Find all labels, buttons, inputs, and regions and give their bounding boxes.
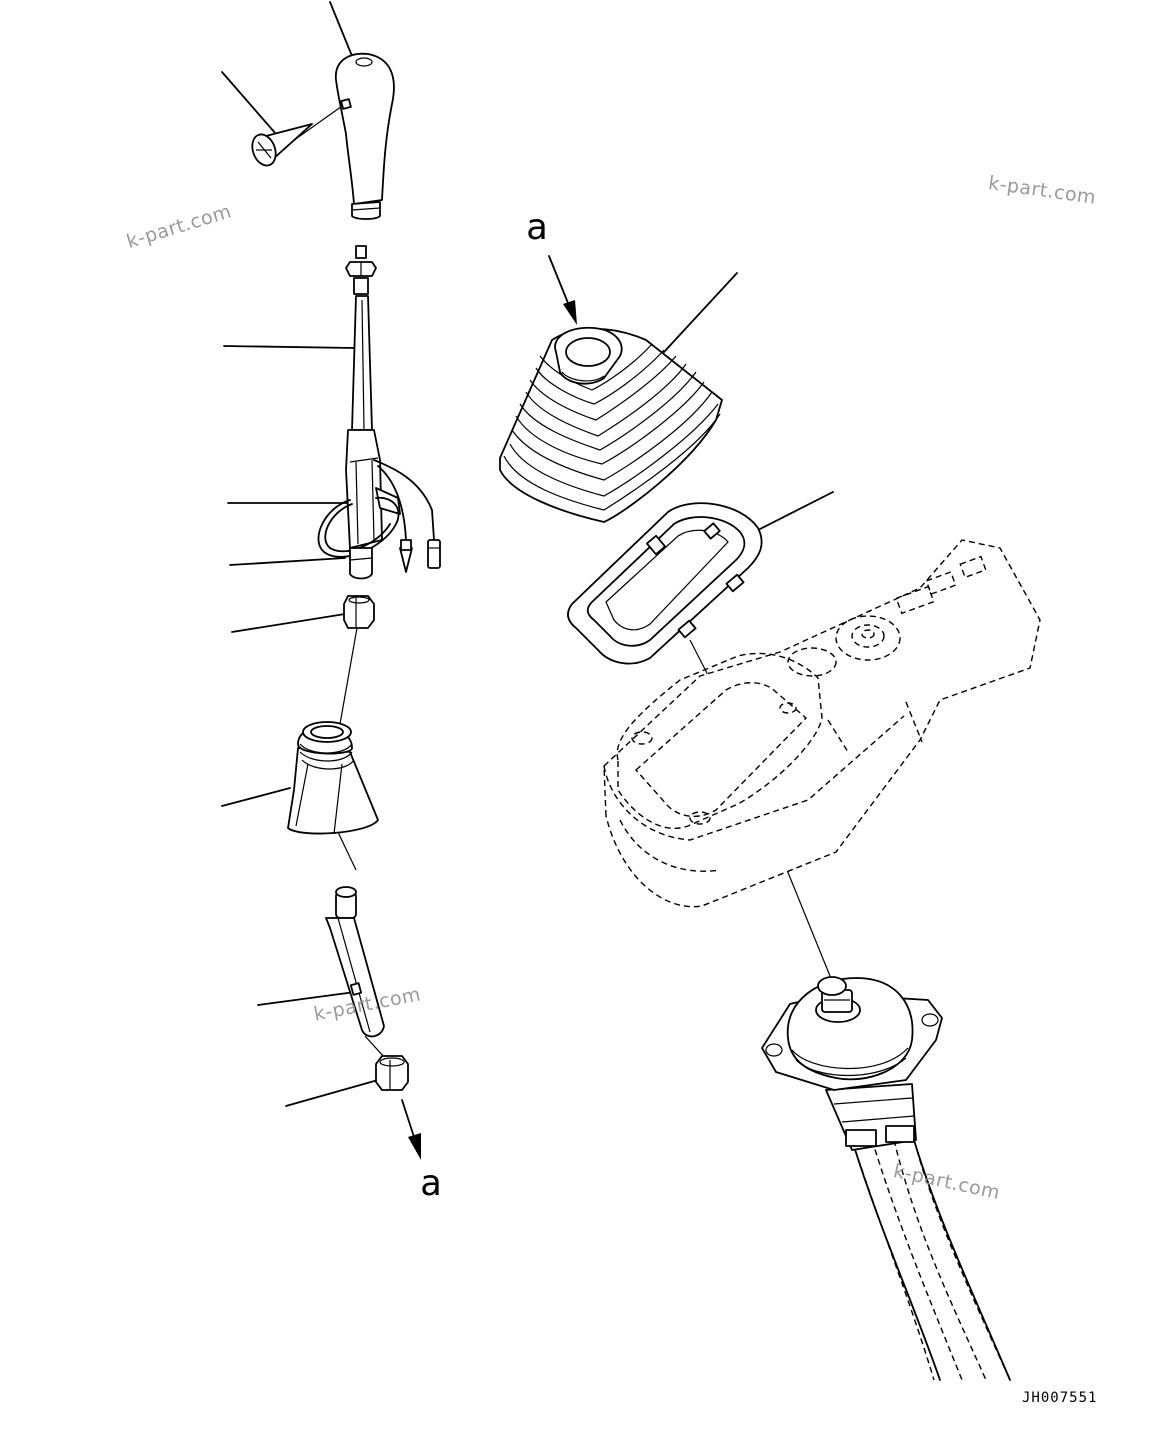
bellows-boot bbox=[499, 326, 723, 523]
leader-lines bbox=[221, 1, 834, 1107]
frame-gasket bbox=[567, 502, 763, 665]
lever-with-wiring bbox=[317, 245, 441, 580]
lower-lever-rod bbox=[325, 886, 385, 1038]
console-housing bbox=[603, 539, 1041, 908]
nut-lower bbox=[375, 1055, 409, 1091]
callout-letter-lower: a bbox=[420, 1163, 442, 1204]
ppc-valve bbox=[761, 976, 1011, 1381]
callout-arrow-lower bbox=[401, 1099, 421, 1160]
lever-knob bbox=[335, 52, 395, 220]
screw bbox=[251, 123, 313, 167]
callout-arrow-upper bbox=[548, 255, 577, 325]
small-boot bbox=[287, 721, 379, 835]
callout-letter-upper: a bbox=[526, 207, 548, 248]
nut-upper bbox=[343, 595, 375, 629]
drawing-code: JH007551 bbox=[1022, 1390, 1098, 1406]
